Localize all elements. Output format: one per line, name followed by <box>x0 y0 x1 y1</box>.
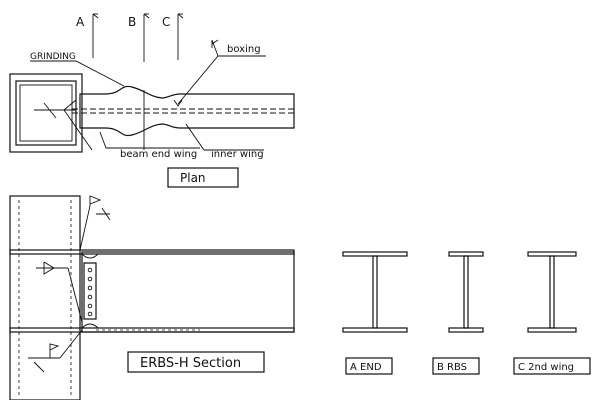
elevation-view: ERBS-H Section <box>9 195 295 400</box>
plan-title: Plan <box>180 171 206 185</box>
boxing-label: boxing <box>227 44 261 55</box>
boxing-weld-symbol <box>211 39 219 57</box>
boxing-leader <box>177 55 266 105</box>
section-mark-a: A <box>76 15 85 29</box>
section-b-label-box <box>432 357 480 375</box>
bottom-flange-weld-symbol <box>28 329 83 373</box>
top-flange <box>9 249 295 255</box>
inner-wing-leader <box>185 123 264 151</box>
shear-tab-bolts <box>87 267 93 317</box>
plan-boxing-mark <box>173 99 183 107</box>
section-b-label: B RBS <box>437 362 467 373</box>
bottom-flange <box>9 327 295 333</box>
cross-section-a: A END <box>342 251 408 375</box>
grinding-leader <box>30 60 125 87</box>
cross-section-c: C 2nd wing <box>513 251 591 375</box>
section-mark-c: C <box>162 15 170 29</box>
section-mark-b: B <box>128 15 136 29</box>
beam-end-wing-leader <box>99 131 200 149</box>
inner-wing-label: inner wing <box>211 149 264 160</box>
beam-end-wing-label: beam end wing <box>120 149 197 160</box>
plan-column-box <box>9 73 83 153</box>
tab-weld-symbol <box>36 261 83 323</box>
plan-column-weld-leader <box>63 109 93 151</box>
erbs-title: ERBS-H Section <box>140 356 241 371</box>
plan-beam-flange <box>79 85 295 137</box>
section-c-label-box <box>513 357 591 375</box>
plan-column-inner <box>15 80 77 146</box>
section-a-label-box <box>345 357 393 375</box>
grinding-label: GRINDING <box>30 52 76 62</box>
section-a-label: A END <box>350 362 382 373</box>
erbs-title-box <box>127 351 265 373</box>
shear-tab <box>83 262 97 320</box>
bottom-access-hole <box>81 323 99 329</box>
cross-section-b: B RBS <box>432 251 484 375</box>
elevation-column <box>9 195 81 400</box>
top-flange-weld-symbol <box>79 195 111 251</box>
elevation-beam <box>81 251 295 333</box>
top-access-hole <box>81 253 99 259</box>
section-c-label: C 2nd wing <box>518 362 574 373</box>
plan-title-box <box>167 167 239 188</box>
plan-column-weld-symbol <box>34 99 77 119</box>
plan-view: A B C GRINDING boxing beam end wing inne… <box>9 13 295 188</box>
section-cut-lines <box>92 13 184 150</box>
plan-column-core <box>19 84 73 142</box>
